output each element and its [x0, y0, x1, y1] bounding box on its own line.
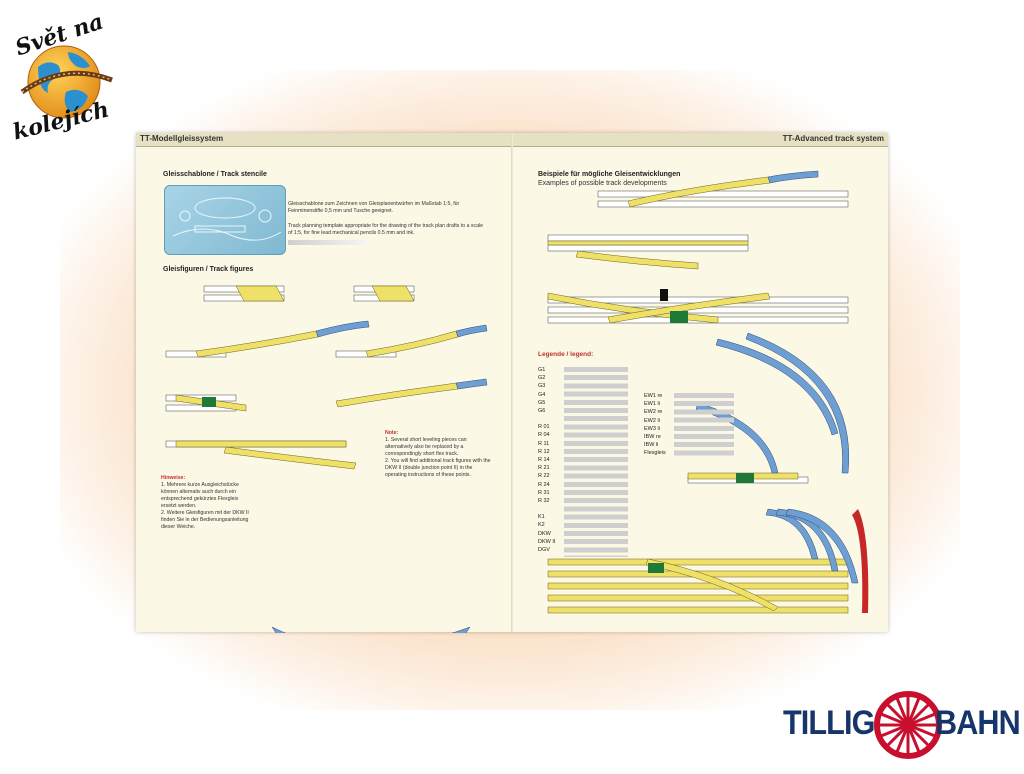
legend-item: DGV — [538, 547, 550, 554]
legend-item: IBW li — [644, 442, 659, 449]
wheel-icon — [874, 691, 942, 759]
hinweise-item-1: 1. Mehrere kurze Ausgleichstücke können … — [161, 482, 239, 509]
legend-item: IBW re — [644, 434, 661, 441]
legend-left-list: G1 G2 G3 G4 G5 G6 R 01 R 04 R 11 R 12 R … — [538, 366, 555, 554]
stencil-shapes — [172, 197, 282, 241]
legend-item: G3 — [538, 383, 546, 390]
stencil-image — [164, 185, 286, 255]
legend-item: G1 — [538, 367, 546, 373]
track-figures-diagram — [165, 285, 488, 633]
svet-na-kolejich-logo: Svět na kolejích — [8, 9, 120, 145]
legend-spacer — [538, 415, 555, 423]
examples-subheading: Examples of possible track developments — [538, 180, 667, 187]
legend-right-codes — [674, 393, 734, 458]
hinweise-block: Hinweise: 1. Mehrere kurze Ausgleichstüc… — [161, 475, 251, 531]
note-item-2: 2. You will find additional track figure… — [385, 458, 491, 478]
legend-item: G2 — [538, 375, 546, 382]
hinweise-title: Hinweise: — [161, 475, 186, 481]
legend-item: Flexgleis — [644, 450, 666, 457]
stencil-text-en: Track planning template appropriate for … — [288, 223, 484, 236]
legend-item: R 24 — [538, 481, 550, 488]
note-block: Note: 1. Several short leveling pieces c… — [385, 430, 495, 479]
legend-item: G6 — [538, 408, 546, 415]
legend-item: EW2 li — [644, 417, 660, 424]
globe-icon — [20, 45, 113, 119]
stencil-text-de: Gleisschablone zum Zeichnen von Gleispla… — [288, 201, 460, 214]
article-code — [288, 240, 368, 245]
catalog-spread: TT-Modellgleissystem TT-Advanced track s… — [136, 133, 888, 633]
legend-item: R 31 — [538, 489, 550, 496]
legend-spacer — [538, 505, 555, 513]
tillig-bahn-logo: TILLIG BAHN — [783, 690, 1023, 760]
legend-item: DKW II — [538, 538, 556, 545]
legend-item: DKW — [538, 530, 551, 537]
legend-item: R 22 — [538, 473, 550, 480]
legend-right-list: EW1 re EW1 li EW2 re EW2 li EW3 li IBW r… — [644, 392, 666, 458]
page-gutter — [511, 133, 513, 632]
header-right: TT-Advanced track system — [782, 134, 884, 143]
logo-tillig-text: TILLIG — [783, 704, 875, 742]
legend-item: EW2 re — [644, 409, 663, 416]
legend-title: Legende / legend: — [538, 351, 594, 358]
track-developments-diagram — [547, 170, 869, 614]
legend-item: R 21 — [538, 465, 550, 472]
legend-item: R 12 — [538, 448, 550, 455]
logo-bahn-text: BAHN — [935, 704, 1021, 742]
stencil-heading: Gleisschablone / Track stencile — [163, 171, 267, 178]
legend-item: K1 — [538, 514, 545, 521]
note-item-1: 1. Several short leveling pieces can alt… — [385, 437, 467, 457]
legend-item: EW1 re — [644, 393, 663, 399]
note-title: Note: — [385, 430, 399, 436]
examples-heading: Beispiele für mögliche Gleisentwicklunge… — [538, 171, 681, 178]
legend-item: G5 — [538, 399, 546, 406]
legend-item: G4 — [538, 391, 546, 398]
figures-heading: Gleisfiguren / Track figures — [163, 266, 254, 273]
legend-item: R 14 — [538, 457, 550, 464]
legend-item: R 11 — [538, 440, 550, 447]
legend-left-codes — [564, 367, 628, 557]
legend-item: R 32 — [538, 498, 550, 505]
legend-item: R 01 — [538, 424, 550, 431]
legend-item: R 04 — [538, 432, 550, 439]
legend-item: EW1 li — [644, 401, 660, 408]
header-left: TT-Modellgleissystem — [140, 134, 224, 143]
hinweise-item-2: 2. Weitere Gleisfiguren mit der DKW II f… — [161, 510, 249, 530]
legend-item: K2 — [538, 522, 545, 529]
legend-item: EW3 li — [644, 425, 660, 432]
